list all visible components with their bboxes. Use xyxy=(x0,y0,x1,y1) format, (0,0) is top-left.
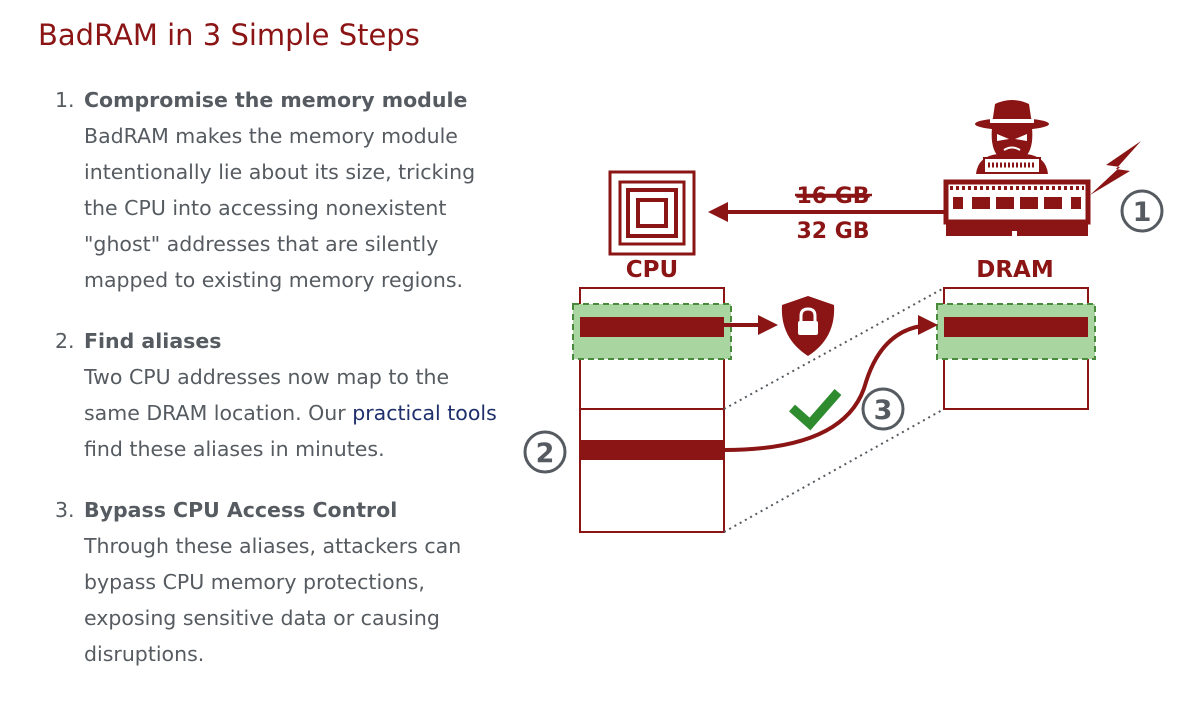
step-number: 2. xyxy=(55,329,75,353)
step-heading: Compromise the memory module xyxy=(84,88,468,112)
checkmark-icon xyxy=(789,389,842,431)
step-2-marker: 2 xyxy=(523,430,567,474)
cpu-address-space xyxy=(572,287,732,533)
step-description: BadRAM makes the memory module intention… xyxy=(84,124,476,292)
step-3: 3. Bypass CPU Access Control Through the… xyxy=(0,492,520,672)
svg-text:2: 2 xyxy=(536,438,555,469)
cpu-chip-icon xyxy=(608,170,696,256)
alias-access-arrow xyxy=(723,315,938,452)
protected-cpu-address xyxy=(580,317,724,337)
step-description: Through these aliases, attackers can byp… xyxy=(84,534,462,666)
lightning-icon xyxy=(1090,141,1141,195)
cpu-label: CPU xyxy=(626,257,678,283)
step-number: 3. xyxy=(55,498,75,522)
step-heading: Bypass CPU Access Control xyxy=(84,498,398,522)
mapping-line-bottom xyxy=(723,408,945,533)
step-1-marker: 1 xyxy=(1120,189,1164,233)
steps-list: 1. Compromise the memory module BadRAM m… xyxy=(0,82,520,697)
dram-label: DRAM xyxy=(976,257,1054,283)
badram-diagram: CPU 16 GB 32 GB 1 DRAM xyxy=(523,100,1164,533)
step-heading: Find aliases xyxy=(84,329,222,353)
struck-size-label: 16 GB xyxy=(796,184,869,209)
alias-cpu-address xyxy=(580,440,724,460)
ram-module-icon xyxy=(943,179,1091,237)
page-title: BadRAM in 3 Simple Steps xyxy=(38,18,420,52)
practical-tools-link[interactable]: practical tools xyxy=(352,401,497,425)
step-1: 1. Compromise the memory module BadRAM m… xyxy=(0,82,520,298)
step-description-text: Two CPU addresses now map to the same DR… xyxy=(84,365,450,425)
step-2: 2. Find aliases Two CPU addresses now ma… xyxy=(0,323,520,467)
dram-target-row xyxy=(944,317,1088,337)
shield-lock-icon xyxy=(781,296,835,356)
fake-size-label: 32 GB xyxy=(796,219,869,244)
step-number: 1. xyxy=(55,88,75,112)
step-3-marker: 3 xyxy=(861,387,905,431)
hacker-icon xyxy=(975,100,1049,174)
step-description: Two CPU addresses now map to the same DR… xyxy=(84,359,504,467)
svg-text:1: 1 xyxy=(1133,197,1152,228)
svg-text:3: 3 xyxy=(874,395,893,426)
dram-address-space xyxy=(936,287,1096,410)
step-description-text: find these aliases in minutes. xyxy=(84,437,385,461)
